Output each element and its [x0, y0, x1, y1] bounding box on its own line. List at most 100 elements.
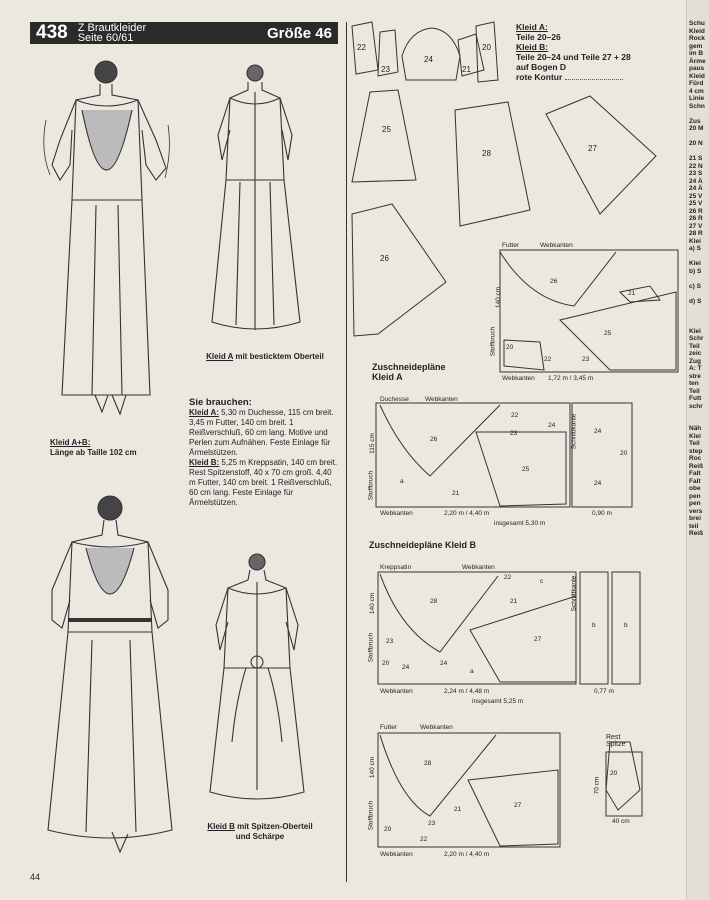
plan-b-total: insgesamt 5,25 m: [472, 698, 524, 705]
plan-b-webkanten: Webkanten: [462, 564, 495, 571]
plan-b-futter-28: 28: [424, 760, 432, 767]
plan-b-28: 28: [430, 598, 438, 605]
facing-page-line: 25 V: [689, 192, 703, 200]
facing-page-line: [689, 320, 709, 328]
facing-page-line: Reiß: [689, 462, 704, 470]
plan-b-extra-b1: b: [592, 622, 596, 629]
materials-a-text: 5,30 m Duchesse, 115 cm breit. 3,45 m Fu…: [189, 408, 334, 457]
rest-spitze-20: 20: [610, 770, 618, 777]
plan-a-duchesse: Duchesse: [380, 396, 409, 403]
piece-28: 28: [482, 149, 491, 158]
facing-page-line: Teil: [689, 342, 700, 350]
facing-page-line: [689, 275, 709, 283]
facing-page-line: Roc: [689, 455, 702, 462]
plan-a-futter-bottom-webkanten: Webkanten: [502, 375, 535, 382]
facing-page-line: Ärme: [689, 57, 706, 65]
plan-a-total: insgesamt 5,30 m: [494, 520, 546, 527]
plan-b-c: c: [540, 578, 544, 585]
dress-b-front-illustration: [47, 495, 173, 854]
materials-list: Sie brauchen: Kleid A: 5,30 m Duchesse, …: [189, 398, 339, 508]
plan-b-futter-20: 20: [384, 826, 392, 833]
facing-page-line: a) S: [689, 245, 701, 252]
page-header: 438 Z Brautkleider Seite 60/61 Größe 46: [30, 22, 338, 44]
plan-b-dims: 2,24 m / 4,48 m: [444, 688, 490, 695]
piece-23: 23: [381, 65, 390, 74]
plan-b-futter-21: 21: [454, 806, 462, 813]
facing-page-line: schr: [689, 402, 703, 410]
plan-b-stoffbruch: Stoffbruch: [367, 632, 375, 663]
plan-b-schnittkante: Schnittkante: [570, 575, 578, 612]
plan-a-futter-dims: 1,72 m / 3,45 m: [548, 375, 594, 382]
facing-page-line: [689, 148, 709, 156]
plan-b-futter-27: 27: [514, 802, 522, 809]
plan-a-futter-width: 140 cm: [495, 286, 503, 309]
facing-page-line: Falt: [689, 470, 701, 477]
facing-page-line: obe: [689, 485, 701, 492]
plan-rest-spitze: [605, 751, 643, 817]
dress-a-front-illustration: [43, 60, 170, 416]
facing-page-line: stre: [689, 372, 701, 380]
plan-a-futter-20: 20: [506, 344, 514, 351]
plan-b-a: a: [470, 668, 474, 675]
caption-kleid-a-text: mit besticktem Oberteil: [233, 352, 324, 361]
plan-a-23: 23: [510, 430, 518, 437]
plan-a-extra-dims: 0,90 m: [592, 510, 612, 517]
caption-kleid-ab-length: Länge ab Taille 102 cm: [50, 448, 137, 457]
rest-spitze-width: 40 cm: [612, 818, 630, 825]
facing-page-line: Linie: [689, 95, 705, 102]
caption-kleid-b-text: mit Spitzen-Oberteil: [234, 822, 313, 831]
facing-page-line: Falt: [689, 477, 701, 485]
facing-page-line: Kleid: [689, 72, 705, 80]
facing-page-line: 26 R: [689, 215, 703, 222]
facing-page-line: b) S: [689, 267, 702, 275]
page-number: 44: [30, 872, 41, 882]
plan-b-futter-stoffbruch: Stoffbruch: [367, 800, 375, 831]
plan-b-bottom-webkanten: Webkanten: [380, 688, 413, 695]
contour-sample: [565, 72, 624, 80]
facing-page-line: step: [689, 447, 703, 455]
facing-page-line: [689, 290, 709, 298]
facing-page-line: paus: [689, 65, 705, 72]
plan-a-26: 26: [430, 436, 438, 443]
piece-21: 21: [462, 65, 471, 74]
materials-title: Sie brauchen:: [189, 397, 252, 408]
rest-title1: Rest: [606, 734, 621, 741]
caption-kleid-b-label: Kleid B: [207, 822, 235, 831]
facing-page-line: Kleid: [689, 27, 705, 35]
plan-a-title: Zuschneidepläne Kleid A: [372, 362, 446, 382]
plan-a-extra-20: 20: [620, 450, 628, 457]
facing-page-line: 21 S: [689, 155, 703, 162]
plan-a-schnittkante: Schnittkante: [570, 413, 578, 450]
plan-b-futter-22: 22: [420, 836, 428, 843]
piece-25: 25: [382, 125, 391, 134]
plan-a-dims: 2,20 m / 4,40 m: [444, 510, 490, 517]
facing-page-line: 20 N: [689, 140, 703, 147]
legend-b-parts: Teile 20–24 und Teile 27 + 28: [516, 52, 631, 62]
facing-page-line: Klei: [689, 327, 701, 335]
plan-b-futter-dims: 2,20 m / 4,40 m: [444, 851, 490, 858]
facing-page-line: pen: [689, 500, 701, 507]
plan-a-extra-24a: 24: [594, 428, 602, 435]
parts-legend: Kleid A: Teile 20–26 Kleid B: Teile 20–2…: [516, 22, 631, 82]
facing-page-line: 26 R: [689, 207, 703, 215]
plan-a-stoffbruch: Stoffbruch: [367, 470, 375, 501]
plan-a-futter-25: 25: [604, 330, 612, 337]
plan-a-title2: Kleid A: [372, 372, 403, 382]
caption-kleid-ab: Kleid A+B: Länge ab Taille 102 cm: [50, 438, 160, 458]
plan-a-25: 25: [522, 466, 530, 473]
plan-a-a: a: [400, 478, 404, 485]
plan-b-extra-b2: b: [624, 622, 628, 629]
plan-a-futter-21: 21: [628, 290, 636, 297]
piece-27: 27: [588, 144, 597, 153]
facing-page-line: Näh: [689, 425, 702, 432]
facing-page-line: zeic: [689, 350, 702, 357]
facing-page-line: 25 V: [689, 200, 703, 207]
dress-b-back-illustration: [209, 553, 305, 800]
facing-page-line: Klei: [689, 260, 701, 267]
rest-title2: Spitze: [606, 741, 626, 748]
facing-page-line: 27 V: [689, 222, 703, 230]
facing-page-line: 24 Ä: [689, 177, 703, 185]
plan-b-title: Zuschneidepläne Kleid B: [369, 540, 477, 550]
